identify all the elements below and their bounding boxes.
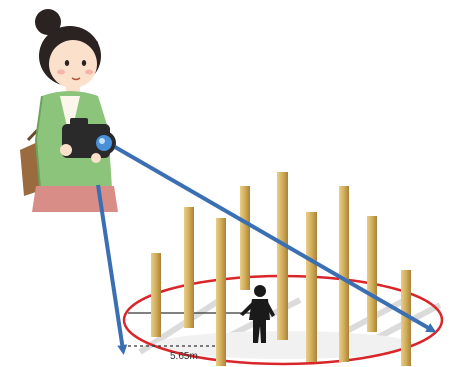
pole: [240, 186, 250, 290]
pole: [151, 253, 161, 337]
pole: [306, 212, 317, 362]
view-arrow-right: [115, 147, 432, 330]
dimension-label: 5.65m: [170, 351, 198, 362]
pole: [339, 186, 349, 362]
pole: [367, 216, 377, 332]
pole: [216, 218, 226, 366]
pole: [277, 172, 288, 340]
photographer-woman-illustration: [20, 9, 118, 212]
pole: [184, 207, 194, 328]
